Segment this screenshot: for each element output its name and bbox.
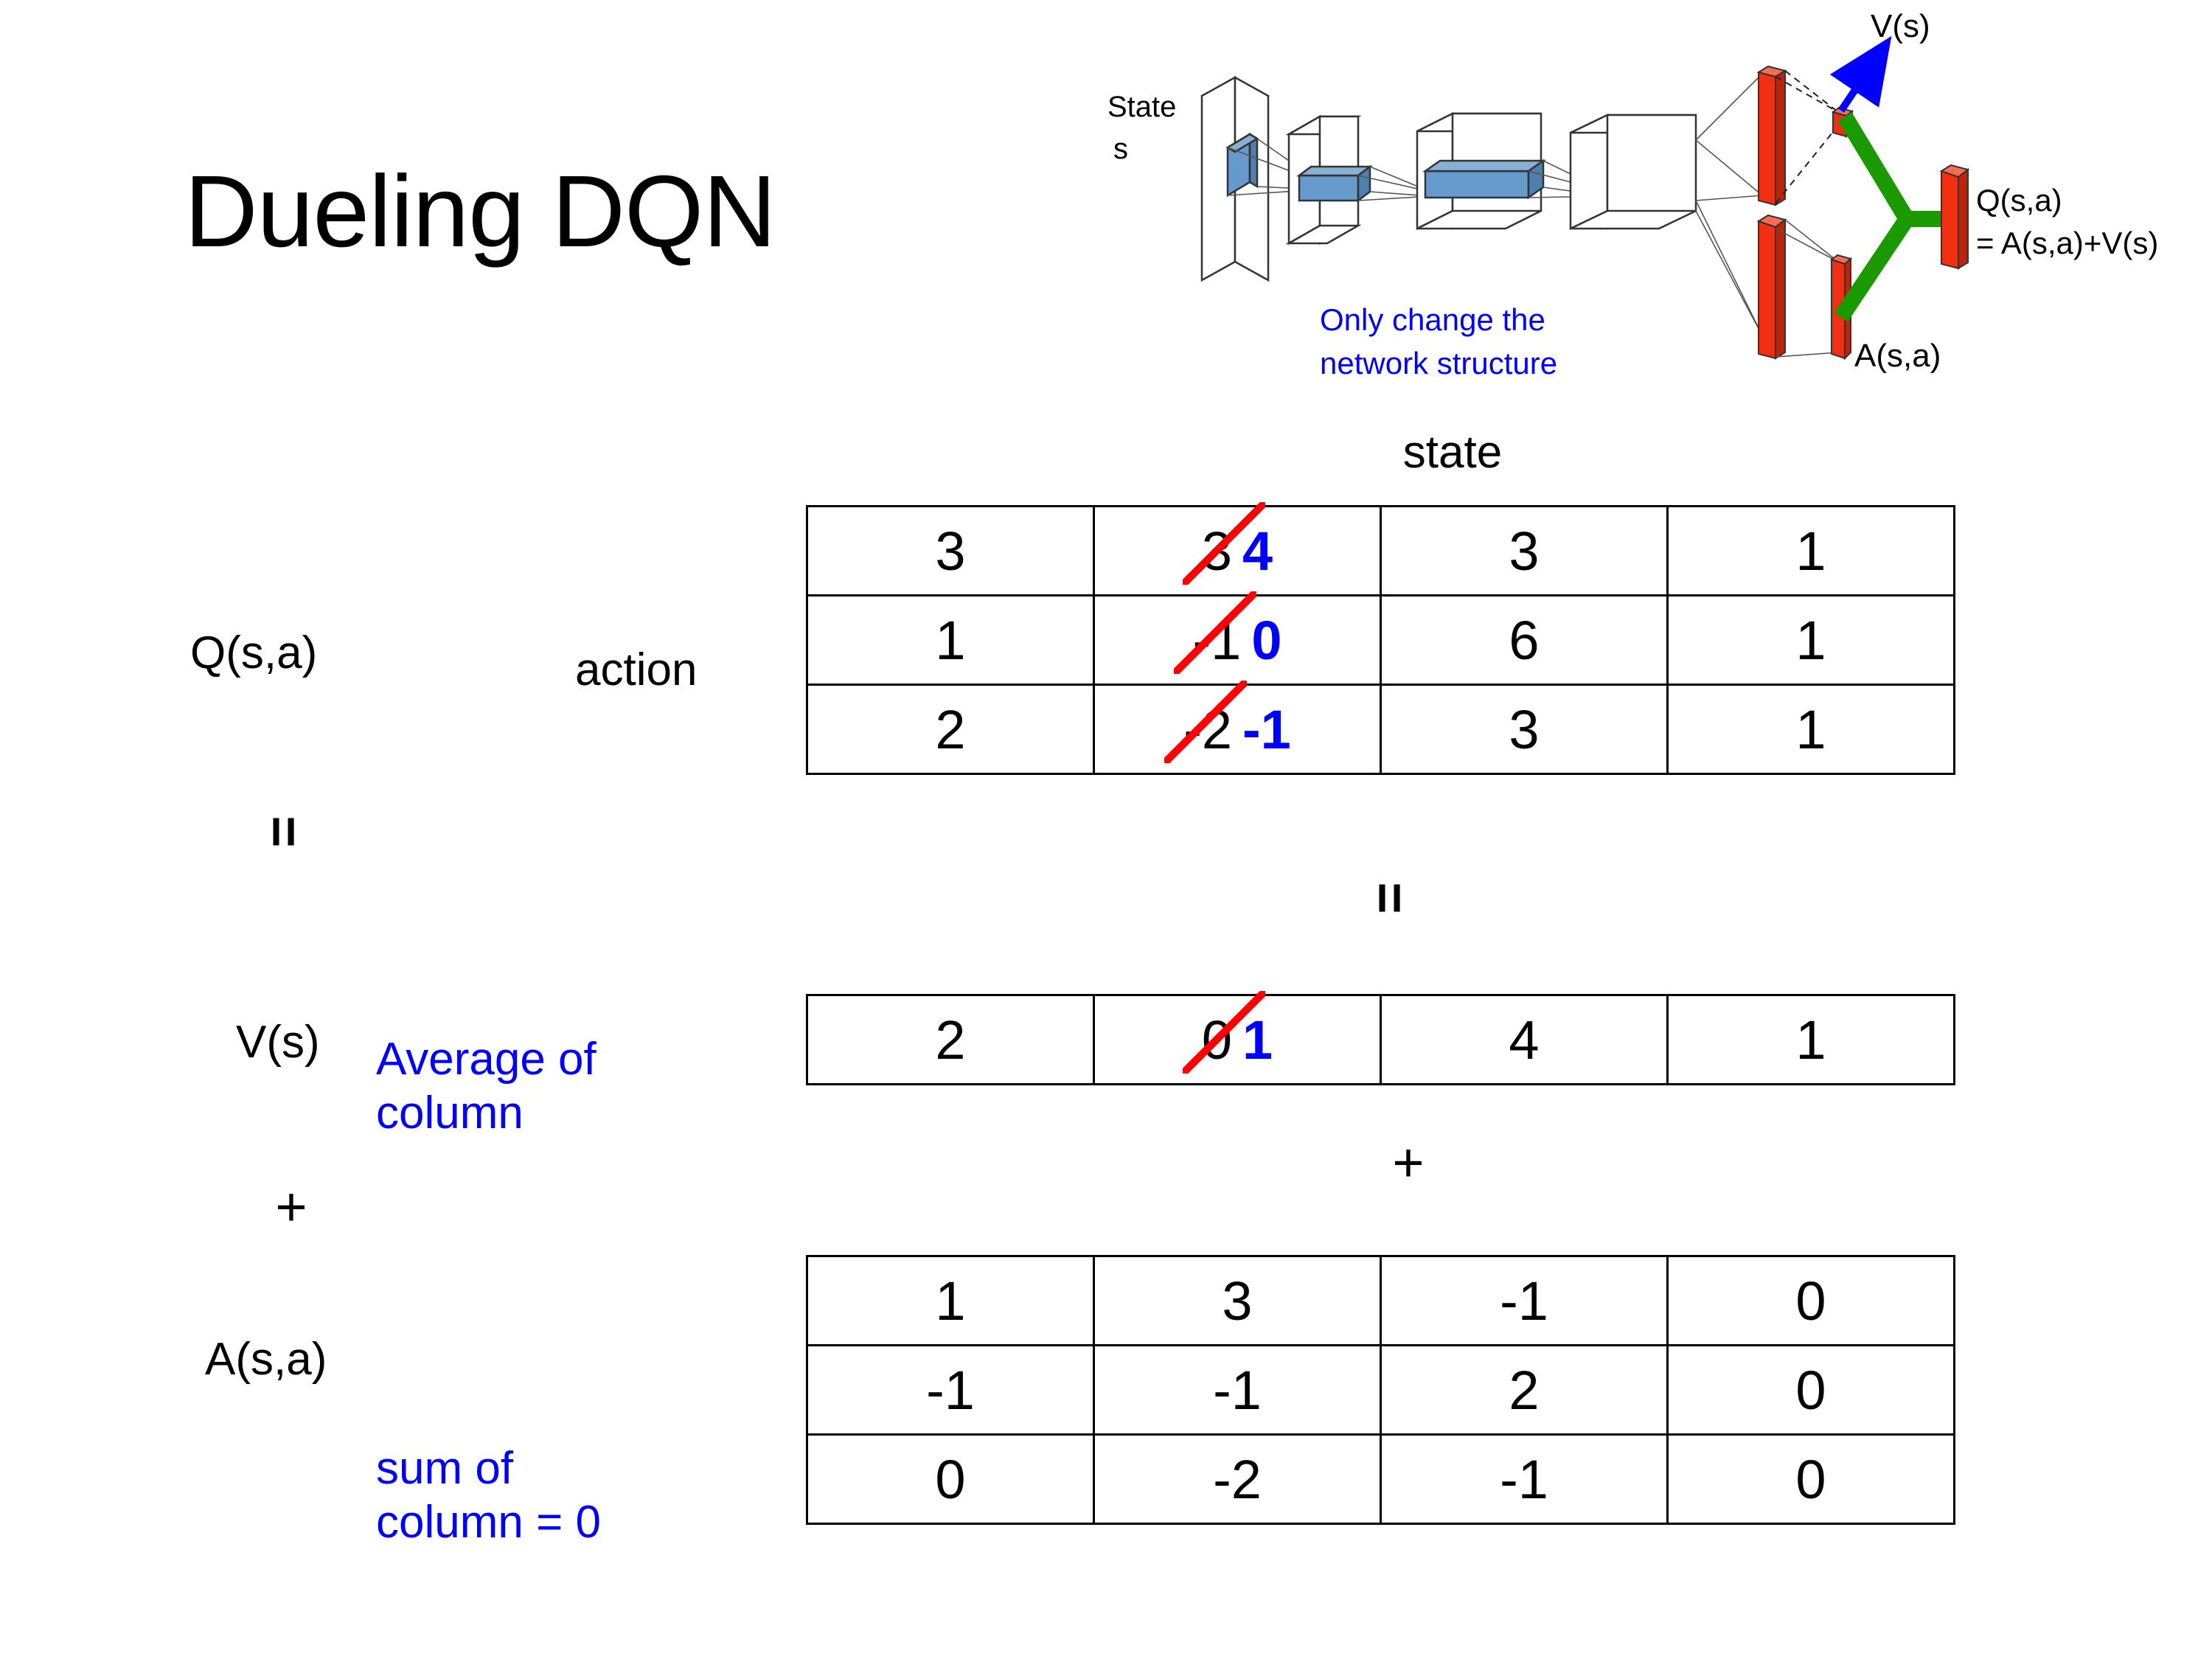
table-cell-value: 1 bbox=[806, 594, 1095, 686]
table-cell-value: 0 bbox=[1666, 1433, 1955, 1525]
average-note-line1: Average of bbox=[376, 1034, 597, 1085]
average-of-column-note: Average of column bbox=[376, 1032, 723, 1140]
table-cell-value: 0 bbox=[806, 1433, 1095, 1525]
struck-old-value: -1 bbox=[1173, 591, 1256, 674]
corrected-new-value: 0 bbox=[1251, 609, 1282, 671]
corrected-new-value: 1 bbox=[1242, 1009, 1273, 1071]
table-cell-value: 1 bbox=[1666, 505, 1955, 597]
sum-note-line2: column = 0 bbox=[376, 1497, 602, 1548]
struck-old-value: 0 bbox=[1182, 990, 1266, 1074]
sum-of-column-note: sum of column = 0 bbox=[376, 1441, 759, 1549]
equals-operator-left: = bbox=[254, 815, 315, 846]
table-cell-value: -2 bbox=[1093, 1433, 1382, 1525]
state-axis-label: state bbox=[1402, 427, 1503, 478]
diagram-input-label-line1: State bbox=[1107, 91, 1176, 123]
table-cell-value: 1 bbox=[1666, 684, 1955, 775]
diagram-note-line1: Only change the bbox=[1320, 302, 1545, 337]
average-note-line2: column bbox=[376, 1088, 524, 1139]
table-cell-value: -1 bbox=[1380, 1433, 1669, 1525]
q-function-label: Q(s,a) bbox=[190, 627, 318, 678]
table-cell-value: 1 bbox=[1666, 994, 1955, 1085]
table-cell-value: 4 bbox=[1380, 994, 1669, 1085]
table-cell-value: 2 bbox=[806, 994, 1095, 1085]
table-cell-value: 3 bbox=[1380, 505, 1669, 597]
table-cell-value: 1 bbox=[806, 1255, 1095, 1346]
table-cell-value: -1 bbox=[806, 1344, 1095, 1436]
equals-operator-middle: = bbox=[1360, 882, 1421, 913]
action-axis-label: action bbox=[575, 644, 698, 695]
diagram-output-label-line2: = A(s,a)+V(s) bbox=[1976, 226, 2158, 260]
diagram-value-stream-label: V(s) bbox=[1871, 8, 1930, 44]
diagram-output-label-line1: Q(s,a) bbox=[1976, 183, 2062, 218]
table-cell-value: 2 bbox=[1380, 1344, 1669, 1436]
table-cell: -2-1 bbox=[1093, 680, 1382, 775]
table-cell-value: -1 bbox=[1380, 1255, 1669, 1346]
corrected-new-value: -1 bbox=[1242, 698, 1291, 760]
struck-old-value: 3 bbox=[1182, 501, 1266, 585]
dueling-network-diagram: State s Only change the network structur… bbox=[1099, 7, 2205, 409]
v-function-label: V(s) bbox=[236, 1017, 320, 1068]
sum-note-line1: sum of bbox=[376, 1443, 514, 1494]
diagram-advantage-stream-label: A(s,a) bbox=[1854, 338, 1941, 374]
plus-operator-left: + bbox=[275, 1176, 307, 1237]
diagram-note-line2: network structure bbox=[1320, 346, 1557, 380]
table-cell-value: 3 bbox=[1380, 684, 1669, 775]
table-cell-value: -1 bbox=[1093, 1344, 1382, 1436]
table-cell-value: 0 bbox=[1666, 1344, 1955, 1436]
a-function-label: A(s,a) bbox=[205, 1334, 327, 1385]
table-cell-value: 3 bbox=[1093, 1255, 1382, 1346]
table-cell-value: 2 bbox=[806, 684, 1095, 775]
table-cell-value: 6 bbox=[1380, 594, 1669, 686]
corrected-new-value: 4 bbox=[1242, 520, 1273, 582]
struck-old-value: -2 bbox=[1164, 680, 1247, 763]
diagram-input-label-line2: s bbox=[1113, 133, 1128, 165]
table-cell-value: 3 bbox=[806, 505, 1095, 597]
plus-operator-middle: + bbox=[1392, 1132, 1425, 1193]
table-cell-value: 1 bbox=[1666, 594, 1955, 686]
table-cell-value: 0 bbox=[1666, 1255, 1955, 1346]
page-title: Dueling DQN bbox=[184, 155, 776, 268]
